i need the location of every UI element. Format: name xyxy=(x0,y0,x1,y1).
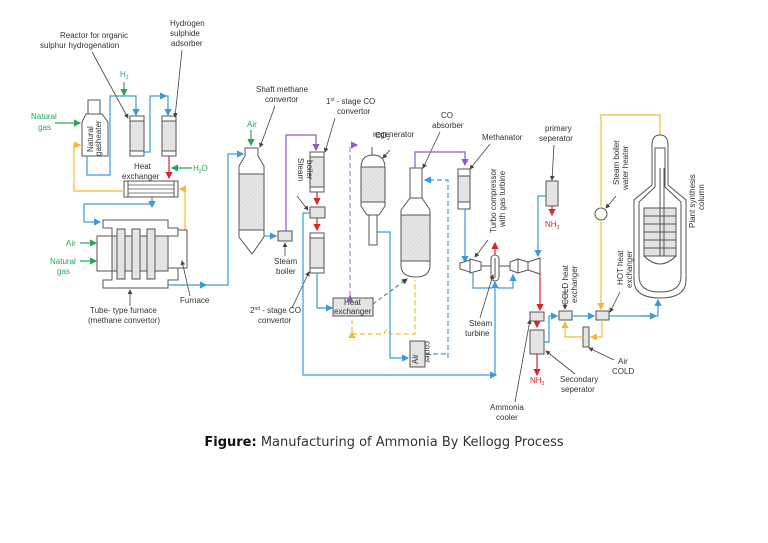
co2-regenerator xyxy=(360,147,386,246)
co-absorber-label-2: absorber xyxy=(432,121,464,130)
methanator-label: Methanator xyxy=(482,133,523,142)
plant-synthesis-label-2: column xyxy=(697,184,706,210)
h2o-label: H2O xyxy=(193,164,208,175)
first-stage-label-2: convertor xyxy=(337,107,371,116)
steam-boiler-a-label-2: boiler xyxy=(305,160,314,180)
ammonia-cooler-label-1: Ammonia xyxy=(490,403,524,412)
secondary-sep-label-1: Secondary xyxy=(560,375,598,384)
steam-boiler-a-label-1: Steam xyxy=(296,158,305,181)
natural-gas-label-1: Natural xyxy=(31,112,57,121)
hot-heat-exchanger xyxy=(595,310,610,321)
turbo-compressor xyxy=(459,254,541,282)
hot-hx-label-2: exchanger xyxy=(625,250,634,288)
tube-type-furnace xyxy=(96,219,188,289)
turbo-label-1: Turbo compressor xyxy=(489,168,498,233)
primary-separator xyxy=(545,180,559,207)
primary-sep-label-2: seperator xyxy=(539,134,573,143)
secondary-sep-label-2: seperator xyxy=(561,385,595,394)
furnace-natural-gas-label-2: gas xyxy=(57,267,70,276)
furnace-to-shaft-line xyxy=(168,150,245,286)
turbo-label-2: with gas turbine xyxy=(498,170,507,228)
second-stage-label-2: convertor xyxy=(258,316,292,325)
co2-regen-label-1: CO2 xyxy=(375,131,390,142)
furnace-label: Furnace xyxy=(180,296,210,305)
air-cooler-label-1: Air xyxy=(411,354,420,364)
steam-boiler-a xyxy=(309,206,326,219)
co2-regen-label-2-visible: regenerator xyxy=(373,130,415,139)
h2s-adsorber-label-3: adsorber xyxy=(171,39,203,48)
caption-text: Manufacturing of Ammonia By Kellogg Proc… xyxy=(256,435,564,450)
ammonia-cooler xyxy=(529,311,545,322)
methanator xyxy=(457,168,471,210)
purple-dashed-line xyxy=(346,141,359,302)
cold-heat-exchanger xyxy=(558,310,573,321)
organic-sulphur-reactor xyxy=(129,115,145,157)
shaft-air-label: Air xyxy=(247,120,257,129)
h2-line xyxy=(86,95,140,176)
plant-synthesis-label-1: Plant synthesis xyxy=(688,174,697,228)
shaft-methane-label-1: Shaft methane xyxy=(256,85,309,94)
yellow-top-loop xyxy=(600,114,664,206)
nh3-bottom-label: NH3 xyxy=(530,376,545,387)
reactor-organic-label-2: sulphur hydrogenation xyxy=(40,41,119,50)
heat-exchanger-mid-label-2: exchanger xyxy=(334,307,372,316)
ammonia-cooler-label-2: cooler xyxy=(496,413,518,422)
heat-exchanger-label-2: exchanger xyxy=(122,172,160,181)
tube-furnace-label-1: Tube- type furnace xyxy=(90,306,157,315)
air-cooler-label-2: cooler xyxy=(423,341,432,363)
second-stage-co-convertor xyxy=(309,232,325,274)
ng-preheater-label-1: Natural xyxy=(86,126,95,152)
primary-sep-label-1: primary xyxy=(545,124,572,133)
co-absorber-label-1: CO xyxy=(441,111,453,120)
first-stage-co-convertor xyxy=(309,151,325,193)
secondary-separator xyxy=(529,329,545,355)
ng-preheater-label-2: gasheater xyxy=(94,120,103,156)
first-stage-label: 1st - stage CO xyxy=(326,97,375,106)
plant-synthesis-column xyxy=(633,134,687,299)
hot-hx-label-1: HOT heat xyxy=(616,250,625,285)
co-absorber xyxy=(400,167,431,278)
nh3-top-label: NH3 xyxy=(545,220,560,231)
air-cold-label-2: COLD xyxy=(612,367,634,376)
air-cold-label-1: Air xyxy=(618,357,628,366)
second-stage-label: 2nd - stage CO xyxy=(250,306,301,315)
caption-prefix: Figure: xyxy=(204,435,257,450)
steam-boiler-water-label-1: Steam boiler xyxy=(612,140,621,185)
h2s-adsorber-label-2: sulphide xyxy=(170,29,200,38)
heat-exchanger-mid-label-1: Heat xyxy=(344,298,362,307)
natural-gas-preheater: Natural gasheater xyxy=(81,99,109,157)
heat-exchanger-top xyxy=(123,180,179,198)
steam-boiler-b-label-2: boiler xyxy=(276,267,296,276)
steam-boiler-water-label-2: water heater xyxy=(621,145,630,191)
heat-exchanger-label-1: Heat xyxy=(134,162,152,171)
figure-caption: Figure: Manufacturing of Ammonia By Kell… xyxy=(0,435,768,450)
yellow-return-left xyxy=(73,141,124,192)
steam-boiler-water-heater xyxy=(594,207,608,221)
tube-furnace-label-2: (methane convertor) xyxy=(88,316,160,325)
h2s-adsorber xyxy=(161,115,177,157)
steam-turbine-label-1: Steam xyxy=(469,319,492,328)
steam-boiler-b xyxy=(277,230,293,242)
air-cold-cooler xyxy=(582,326,590,348)
cold-hx-label-1: COLD heat xyxy=(561,264,570,305)
steam-turbine-label-2: turbine xyxy=(465,329,490,338)
cold-hx-label-2: exchanger xyxy=(570,265,579,303)
h2-label: H2 xyxy=(120,70,129,81)
shaft-methane-convertor xyxy=(238,147,265,255)
natural-gas-label-2: gas xyxy=(38,123,51,132)
air-label: Air xyxy=(66,239,76,248)
shaft-methane-label-2: convertor xyxy=(265,95,299,104)
steam-boiler-b-label-1: Steam xyxy=(274,257,297,266)
reactor-organic-label-1: Reactor for organic xyxy=(60,31,128,40)
furnace-natural-gas-label-1: Natural xyxy=(50,257,76,266)
h2s-adsorber-label-1: Hydrogen xyxy=(170,19,205,28)
